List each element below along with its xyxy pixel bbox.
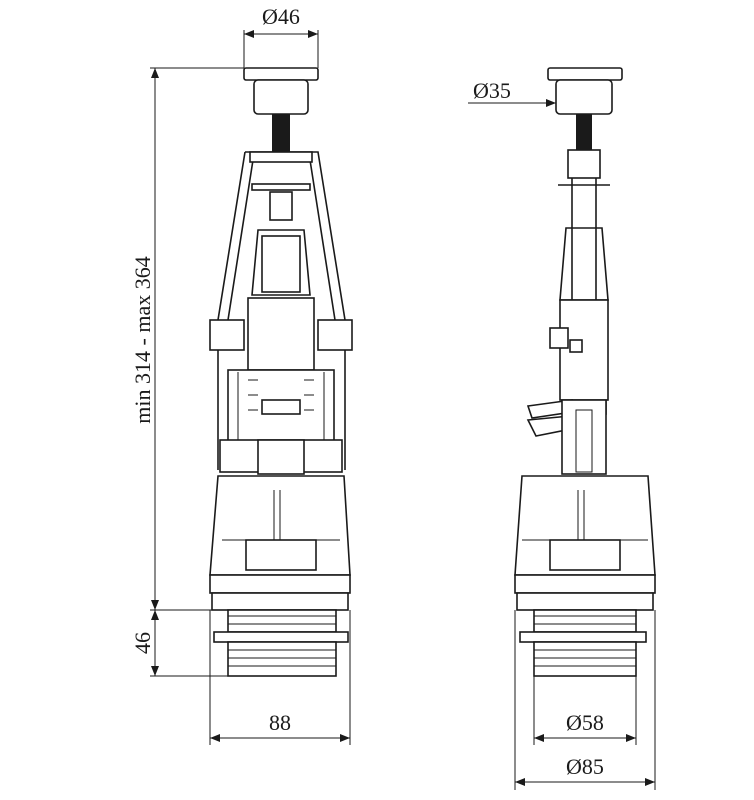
dimension-label-flange-diameter: Ø85: [566, 754, 604, 779]
dimension-label-body-width: 88: [269, 710, 291, 735]
dimension-label-thread-diameter: Ø58: [566, 710, 604, 735]
valve-body-front: [209, 475, 351, 677]
valve-body-side: [514, 475, 656, 677]
dimension-body-width: 88: [209, 610, 351, 745]
dimension-thread-diameter: Ø58: [533, 676, 637, 745]
push-button-side: [547, 67, 623, 154]
dimension-label-button-side: Ø35: [473, 78, 511, 103]
frame-side: [526, 149, 610, 475]
dimension-label-thread-height: 46: [130, 632, 155, 654]
dimension-label-height: min 314 - max 364: [130, 256, 155, 423]
dimension-thread-height: 46: [130, 610, 159, 676]
frame-front: [209, 151, 353, 475]
dimension-flange-diameter: Ø85: [514, 610, 656, 790]
front-view: [209, 67, 353, 677]
dimension-button-side: Ø35: [468, 78, 556, 107]
dimension-button-front: Ø46: [243, 4, 319, 68]
dimension-height: min 314 - max 364: [130, 67, 244, 677]
push-button-front: [243, 67, 319, 156]
dimension-label-button-front: Ø46: [262, 4, 300, 29]
side-view: [514, 67, 656, 677]
